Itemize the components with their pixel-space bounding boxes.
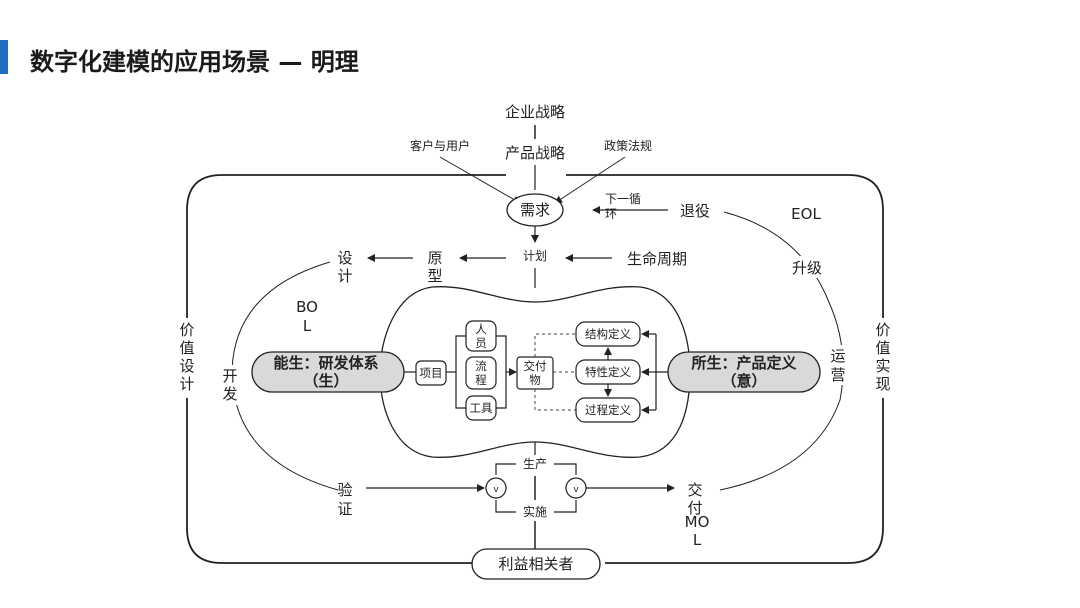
- left-pill-line-1: 能生：研发体系: [273, 354, 378, 372]
- people-label-2: 员: [475, 336, 487, 350]
- implement-label-bg: [516, 503, 554, 521]
- people-node: [465, 320, 497, 352]
- upgrade-label: 升级: [792, 259, 822, 277]
- plan-label: 计划: [523, 249, 547, 263]
- design-label-1: 设: [337, 249, 352, 267]
- next-cycle-label-1: 下一循: [605, 192, 641, 206]
- mol-label-2: L: [693, 531, 702, 549]
- value-design-char-2: 值: [179, 339, 194, 357]
- right-valve-symbol: v: [573, 485, 579, 495]
- left-valve: [485, 477, 507, 499]
- left-valve-symbol: v: [493, 485, 499, 495]
- process-label-1: 流: [475, 359, 487, 373]
- verify-label-1: 验: [337, 481, 352, 499]
- develop-label-2: 发: [222, 385, 237, 403]
- retire-label: 退役: [680, 202, 710, 220]
- requirement-label: 需求: [520, 201, 550, 219]
- verify-label-2: 证: [337, 500, 352, 518]
- deliverable-label-1: 交付: [524, 359, 547, 373]
- tools-label: 工具: [470, 401, 493, 415]
- lifecycle-label: 生命周期: [627, 250, 687, 268]
- deliverable-to-processdef-dashed: [534, 389, 576, 411]
- develop-label-1: 开: [222, 367, 237, 385]
- prototype-label-1: 原: [427, 249, 442, 267]
- operate-label-bg: [826, 345, 850, 385]
- deliver-label-2: 付: [687, 499, 702, 517]
- product-strategy-label: 产品战略: [505, 144, 565, 162]
- project-node: [415, 360, 447, 386]
- operate-label-1: 运: [830, 347, 845, 365]
- production-label: 生产: [523, 457, 547, 471]
- deliver-label-1: 交: [687, 481, 702, 499]
- customer-arrow: [439, 156, 521, 204]
- process-def-label: 过程定义: [585, 403, 631, 417]
- retire-operate-arc: [719, 211, 844, 491]
- enterprise-strategy-label: 企业战略: [505, 103, 565, 121]
- value-realize-char-2: 值: [875, 339, 890, 357]
- next-cycle-label-2: 环: [605, 207, 617, 221]
- right-pill-line-2: （意）: [721, 372, 766, 390]
- structure-def-node: [575, 321, 641, 347]
- left-pill-line-2: （生）: [303, 372, 348, 390]
- value-realize-label-bg: [872, 318, 894, 398]
- value-design-char-3: 设: [179, 357, 194, 375]
- feature-def-label: 特性定义: [585, 365, 631, 379]
- customer-label: 客户与用户: [410, 138, 470, 153]
- stakeholders-node: [471, 548, 601, 580]
- deliverable-to-structure-dashed: [534, 333, 576, 357]
- right-pill-line-1: 所生：产品定义: [691, 354, 796, 372]
- stakeholders-label: 利益相关者: [498, 555, 573, 573]
- process-node: [465, 356, 497, 390]
- deliverable-label-2: 物: [529, 373, 541, 387]
- bol-label-2: L: [303, 317, 312, 335]
- structure-def-label: 结构定义: [585, 327, 631, 341]
- mol-label-1: MO: [685, 513, 710, 531]
- value-realize-char-1: 价: [875, 321, 890, 339]
- process-def-node: [575, 397, 641, 423]
- bol-label-1: BO: [296, 298, 318, 316]
- upgrade-label-bg: [788, 256, 828, 278]
- policy-label: 政策法规: [604, 138, 652, 153]
- value-design-char-4: 计: [179, 375, 194, 393]
- prototype-label-2: 型: [427, 267, 442, 285]
- value-design-char-1: 价: [179, 321, 194, 339]
- policy-arrow: [554, 156, 626, 204]
- value-realize-char-3: 实: [875, 357, 890, 375]
- design-label-2: 计: [337, 267, 352, 285]
- develop-label-bg: [218, 365, 242, 405]
- value-realize-char-4: 现: [875, 375, 890, 393]
- value-design-label-bg: [176, 318, 198, 398]
- tools-node: [465, 395, 497, 421]
- resources-bracket-left: [455, 335, 466, 409]
- page-title: 数字化建模的应用场景 — 明理: [30, 48, 359, 76]
- project-label: 项目: [420, 366, 443, 380]
- production-label-bg: [516, 455, 554, 473]
- people-label-1: 人: [475, 322, 487, 336]
- operate-label-2: 营: [830, 366, 845, 384]
- title-accent-bar: [0, 40, 8, 74]
- process-label-2: 程: [475, 373, 487, 387]
- eol-label: EOL: [791, 205, 821, 223]
- implement-label: 实施: [523, 504, 547, 519]
